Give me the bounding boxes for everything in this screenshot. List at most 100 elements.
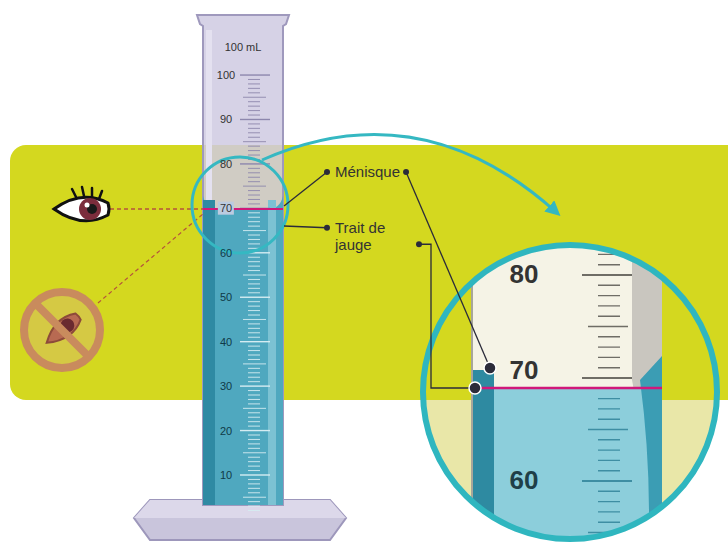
magnifier-circle [192,157,288,253]
zoom-scale-tick [598,367,620,368]
scale-tick [248,372,260,373]
cylinder-tube [197,15,289,505]
scale-tick [248,181,260,182]
scale-tick [248,412,260,413]
scale-tick [248,488,260,489]
scale-tick [248,168,260,169]
zoom-scale-tick [598,522,620,523]
leader-line [419,244,475,388]
scale-tick [248,235,260,236]
scale-tick [248,403,260,404]
scale-number: 50 [220,291,232,304]
scale-number: 20 [220,424,232,437]
scale-number: 60 [220,246,232,259]
zoom-scale-tick [598,439,620,440]
scale-tick [243,452,266,453]
leader-line [406,172,490,368]
zoom-scale-tick [598,542,620,543]
zoom-scale-tick [598,491,620,492]
zoom-scale-tick [598,212,620,213]
scale-tick [248,115,260,116]
zoom-scale-number: 70 [510,356,539,386]
scale-ticks [240,75,270,511]
scale-number: 90 [220,113,232,126]
scale-tick [248,79,260,80]
scale-tick [248,350,260,351]
scale-tick [243,275,266,276]
leader-dot [469,382,481,394]
gauge-line-label: Trait de jauge [335,219,413,254]
scale-tick [248,435,260,436]
zoom-scale-tick [598,398,620,399]
zoom-view [400,203,728,548]
scale-tick [248,243,260,244]
scale-tick [248,479,260,480]
scale-tick [248,332,260,333]
wrong-sight-line [98,214,203,303]
scale-tick [248,88,260,89]
scale-tick [243,97,266,98]
zoom-scale-tick [598,316,620,317]
zoom-arrow [262,134,556,212]
scale-tick [248,146,260,147]
forbidden-eye-icon [24,292,100,368]
scale-tick [240,341,270,342]
zoom-scale-number: 80 [510,260,539,290]
scale-tick [240,74,270,75]
zoom-circle [423,245,717,539]
scale-tick [248,448,260,449]
scale-tick [248,461,260,462]
leader-line [284,226,327,228]
scale-tick [248,155,260,156]
scale-tick [248,399,260,400]
scale-tick [248,501,260,502]
scale-tick [248,128,260,129]
liquid-highlight [268,200,276,505]
zoom-scale-tick [598,449,620,450]
scale-number: 10 [220,469,232,482]
zoom-scale-tick [598,264,620,265]
scale-tick [248,417,260,418]
scale-tick [243,497,266,498]
zoom-scale-tick [598,460,620,461]
zoom-scale-tick [598,346,620,347]
zoom-scale-tick [598,285,620,286]
gauge-line [203,208,283,210]
zoom-scale-tick [588,429,628,430]
scale-tick [248,510,260,511]
scale-tick [243,408,266,409]
scale-tick [248,283,260,284]
scale-tick [248,150,260,151]
scale-tick [248,203,260,204]
scale-tick [248,83,260,84]
scale-tick [248,310,260,311]
zoom-scale-tick [598,295,620,296]
scale-tick [248,172,260,173]
scale-tick [248,212,260,213]
scale-tick [240,430,270,431]
scale-tick [248,337,260,338]
scale-tick [248,439,260,440]
scale-tick [248,288,260,289]
scale-tick [248,483,260,484]
scale-tick [248,92,260,93]
scale-tick [248,368,260,369]
scale-tick [248,177,260,178]
leader-dot [416,241,422,247]
scale-tick [248,457,260,458]
scale-tick [248,377,260,378]
zoom-scale-tick [598,243,620,244]
scale-tick [248,110,260,111]
scale-tick [248,123,260,124]
eye-icon [54,187,109,221]
scale-tick [248,195,260,196]
scale-tick [248,270,260,271]
glass-highlight [206,30,212,200]
scale-tick [248,101,260,102]
scale-tick [248,359,260,360]
scale-tick [248,137,260,138]
scale-tick [248,323,260,324]
scale-tick [248,443,260,444]
scale-tick [248,492,260,493]
